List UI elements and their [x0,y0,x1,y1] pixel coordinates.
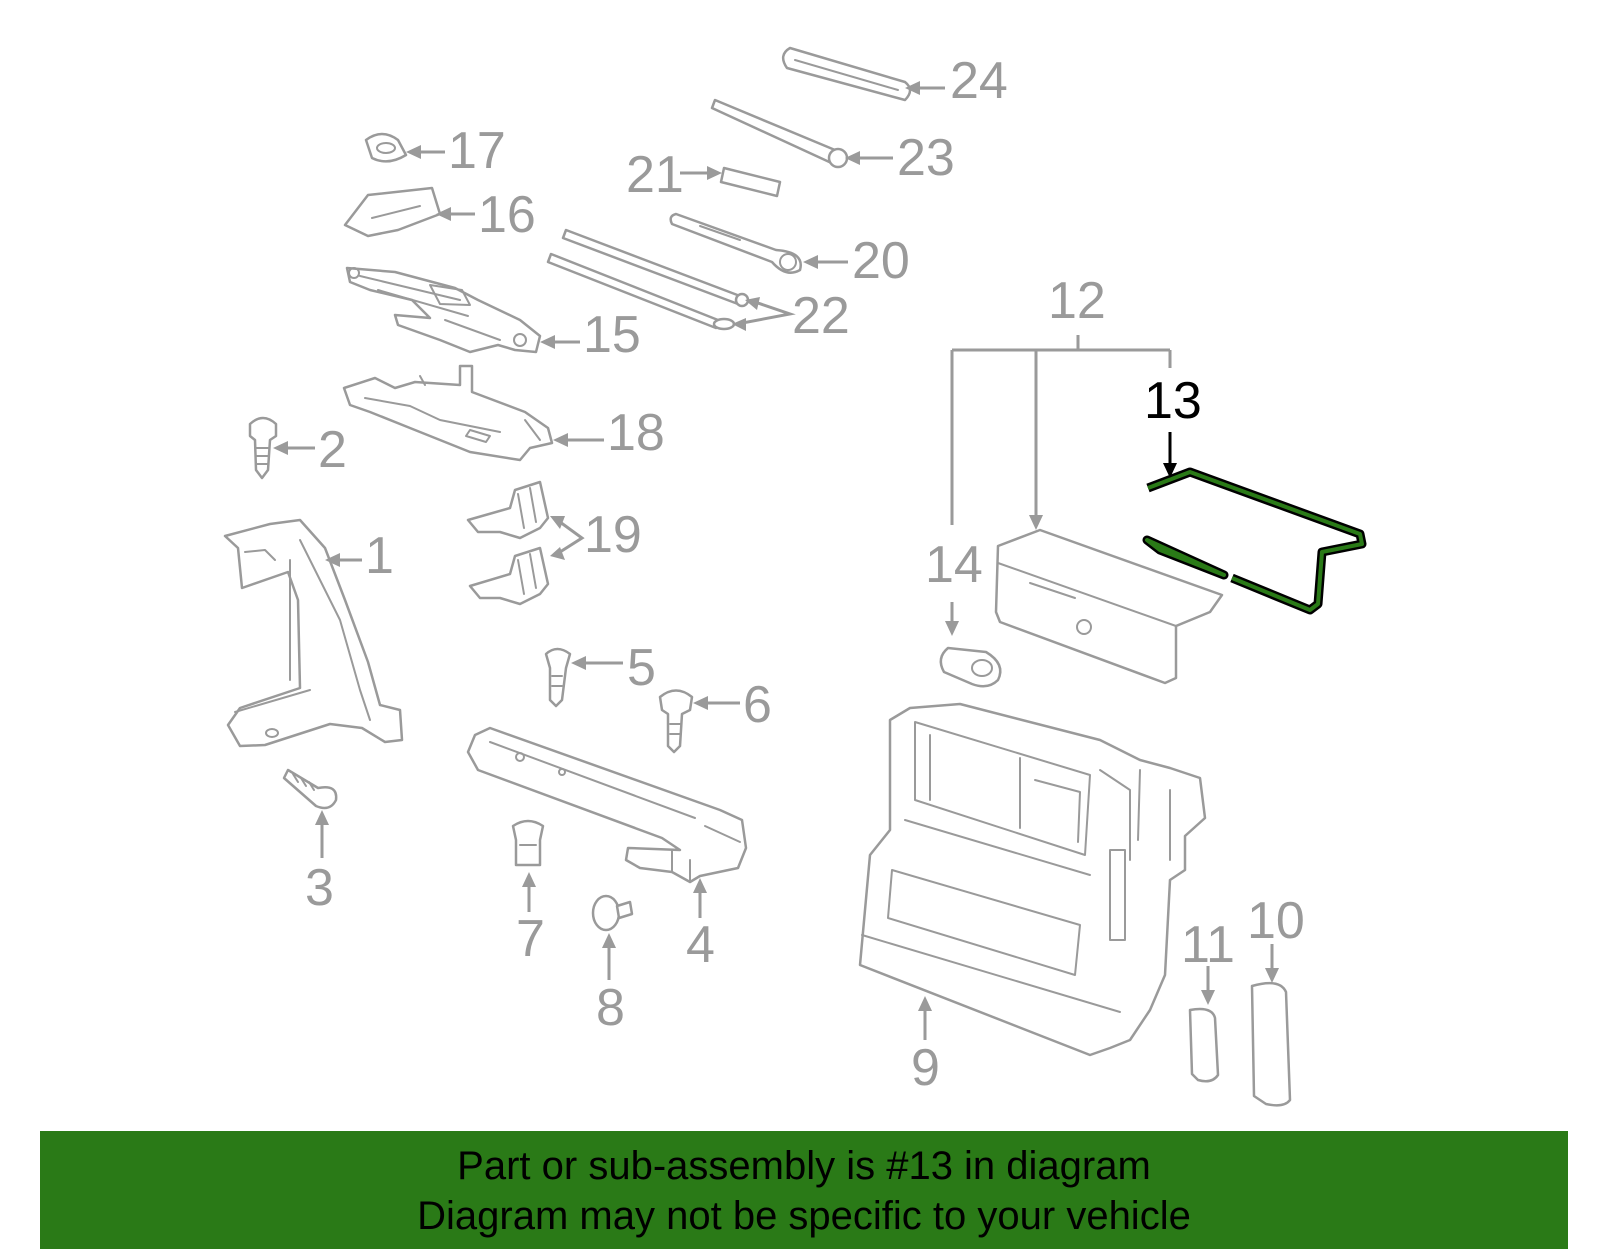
part-4-rail[interactable] [466,726,748,884]
callout-12-bracket [950,335,1172,530]
part-15-jack[interactable] [345,266,542,354]
part-6-pin[interactable] [658,689,694,754]
callout-11: 11 [1181,916,1235,974]
part-21-block[interactable] [719,166,782,198]
part-5-pin[interactable] [544,647,572,708]
callout-10: 10 [1247,892,1305,950]
caption-line-1: Part or sub-assembly is #13 in diagram [457,1144,1151,1188]
callout-15: 15 [583,306,641,364]
callout-21: 21 [626,146,684,204]
callout-19: 19 [584,506,642,564]
part-2-pin[interactable] [248,416,278,480]
callout-17: 17 [448,122,506,180]
part-17-cap[interactable] [364,132,408,163]
part-12-lid[interactable] [994,528,1224,685]
part-8-plug[interactable] [591,894,634,932]
part-16-bracket[interactable] [343,186,442,238]
part-10-panel[interactable] [1250,981,1292,1107]
callout-20: 20 [852,232,910,290]
part-13-seal[interactable] [1142,467,1367,615]
callout-18: 18 [607,404,665,462]
part-20-wrench[interactable] [669,212,802,274]
part-1-pillar-trim[interactable] [223,518,404,748]
part-11-panel[interactable] [1188,1007,1220,1083]
part-7-clip[interactable] [511,819,545,867]
callout-6: 6 [743,676,772,734]
part-19-clips[interactable] [466,480,550,606]
callout-16: 16 [478,186,536,244]
caption-line-2: Diagram may not be specific to your vehi… [417,1194,1191,1238]
callout-24: 24 [950,52,1008,110]
parts-diagram: 24 23 21 17 16 20 2 [223,46,1367,1107]
callout-9: 9 [911,1039,940,1097]
callout-12: 12 [1048,272,1106,330]
part-24-tube[interactable] [781,46,912,102]
callout-8: 8 [596,979,625,1037]
callout-13: 13 [1144,372,1202,430]
part-3-screw[interactable] [282,768,338,810]
callout-23: 23 [897,129,955,187]
part-18-tray[interactable] [342,364,554,462]
callout-3: 3 [305,859,334,917]
part-23-rod[interactable] [710,98,849,169]
callout-2: 2 [318,421,347,479]
callout-22: 22 [792,287,850,345]
callout-7: 7 [516,910,545,968]
part-22-rods[interactable] [546,228,750,331]
callout-5: 5 [627,639,656,697]
caption-banner: Part or sub-assembly is #13 in diagram D… [40,1131,1568,1249]
callout-14: 14 [925,536,983,594]
callout-1: 1 [365,527,394,585]
callout-4: 4 [686,916,715,974]
part-9-quarter-panel[interactable] [858,702,1207,1057]
part-14-bushing[interactable] [939,646,1002,688]
